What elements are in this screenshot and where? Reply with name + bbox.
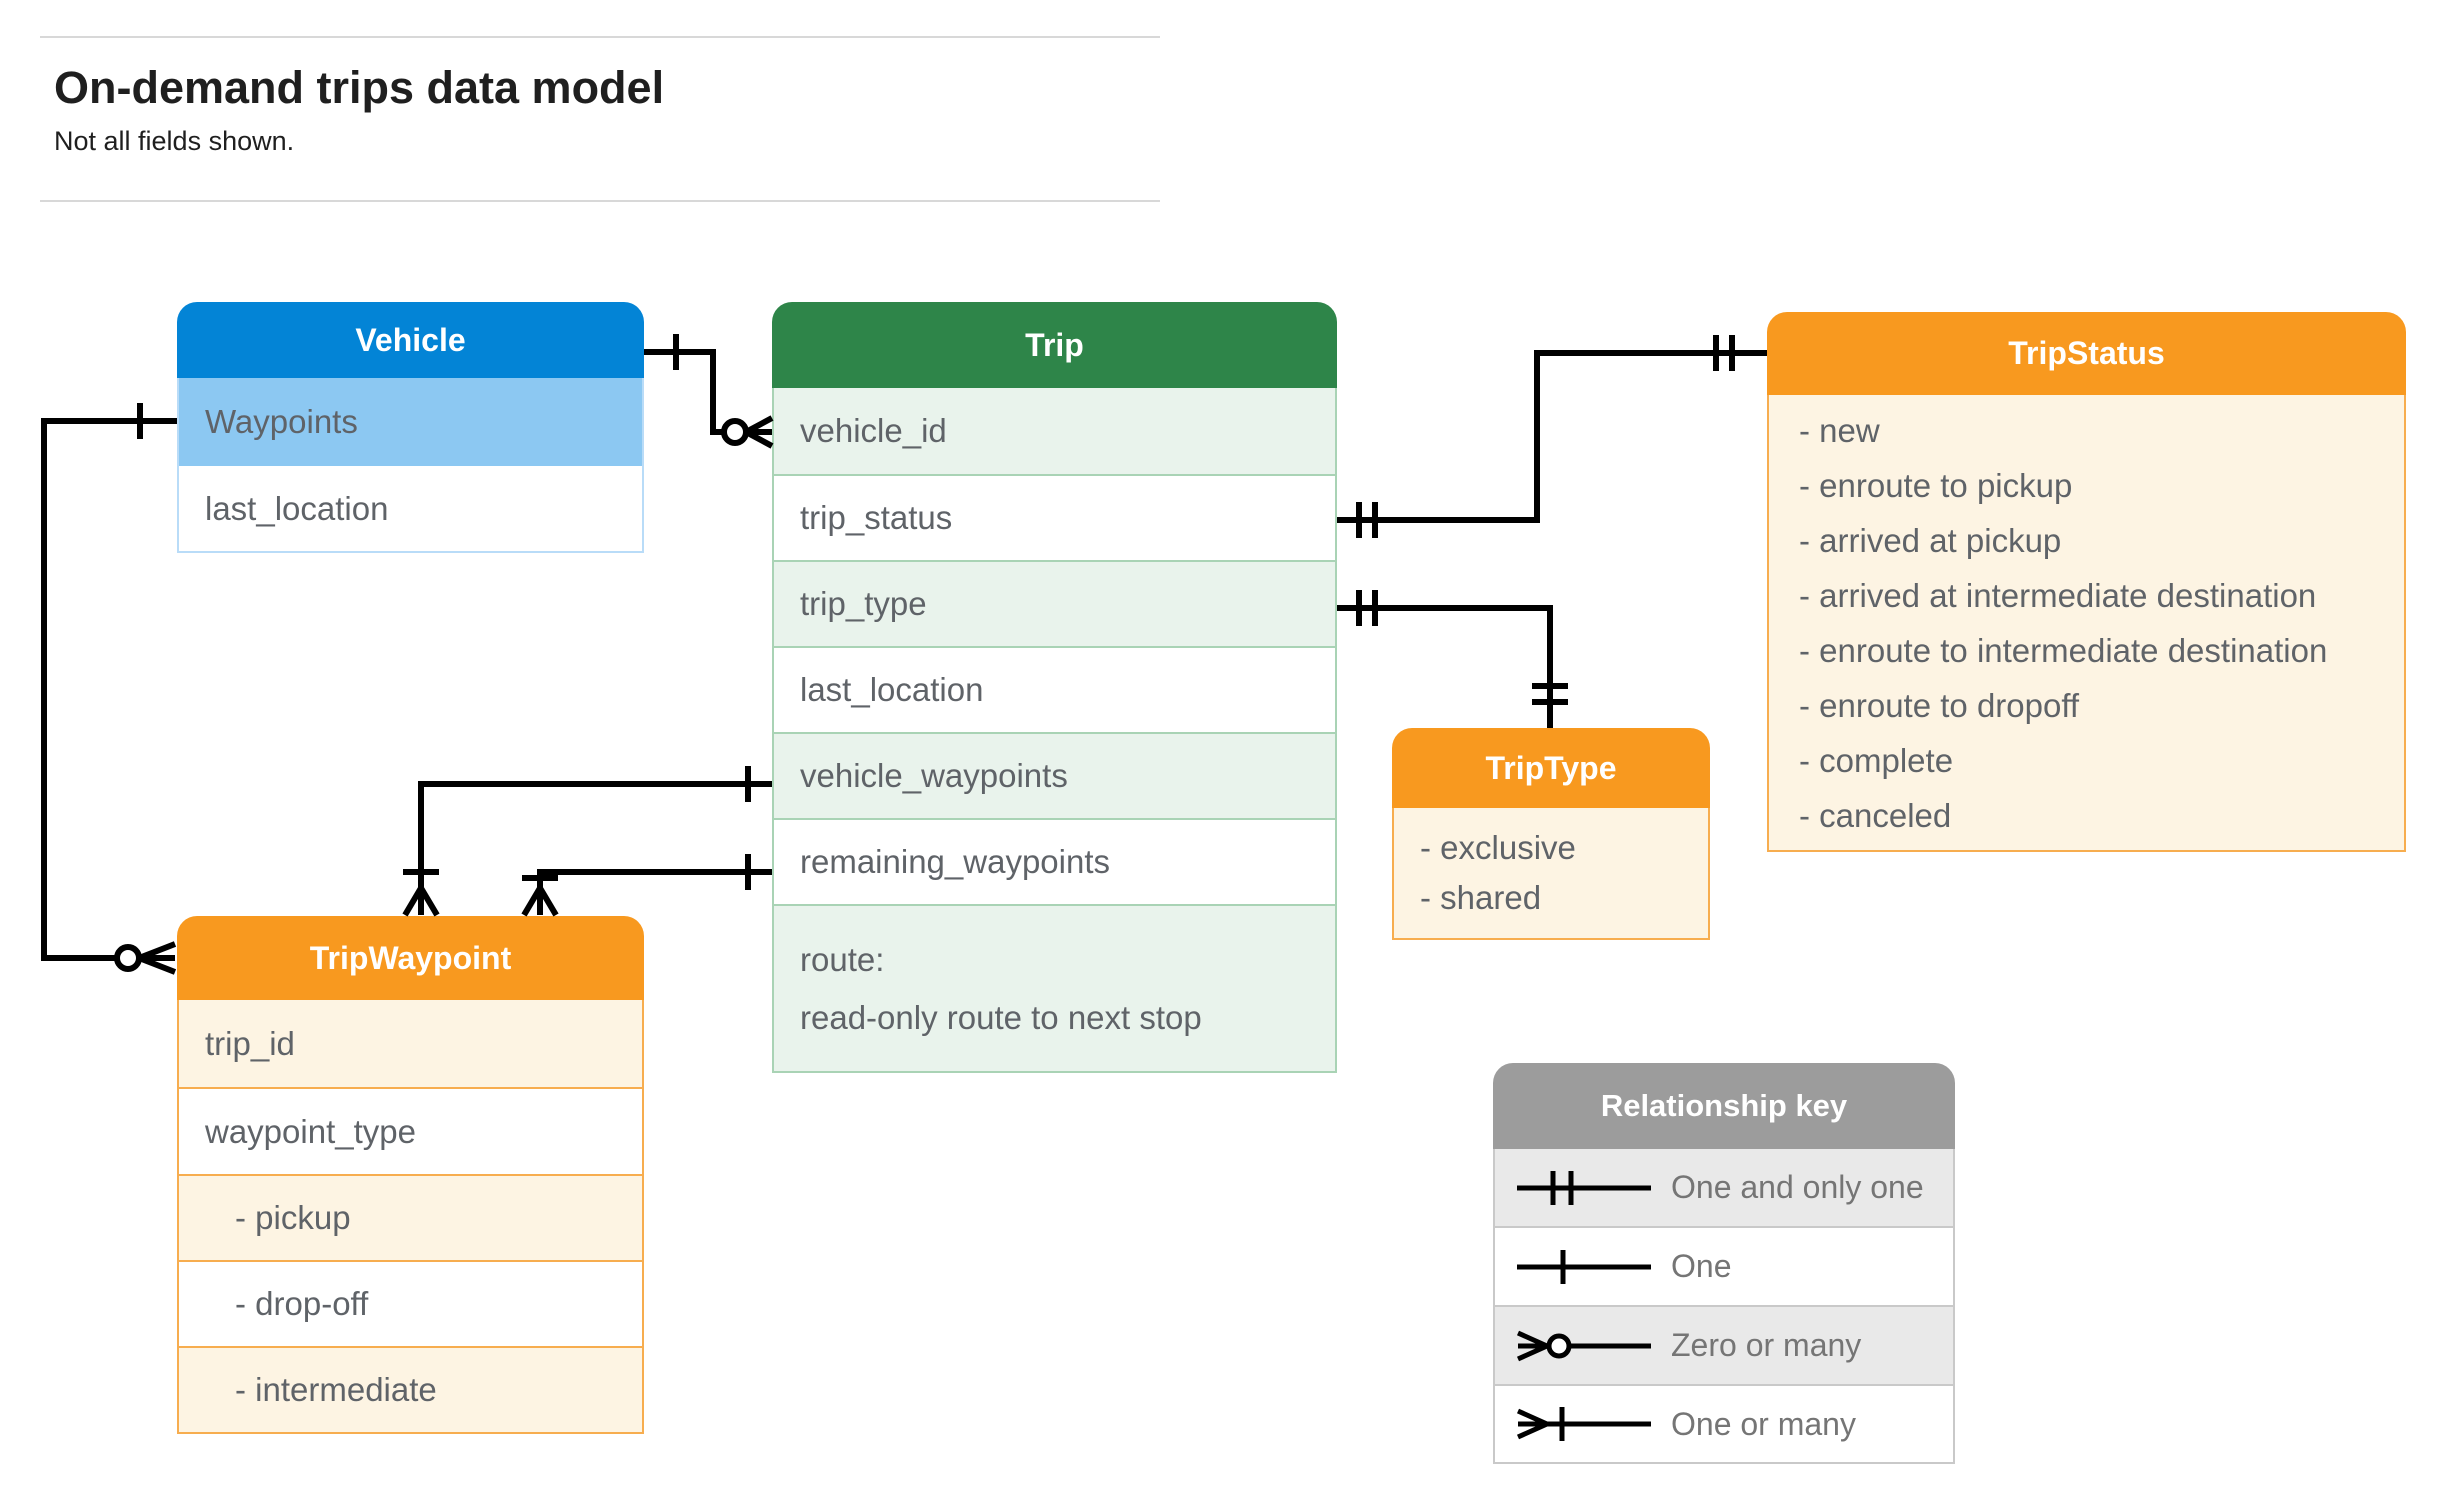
one-symbol [1517, 1249, 1651, 1284]
one-and-only-one-ticks [1356, 590, 1378, 626]
vehicle-waypoints-to-tripwaypoint-connector [41, 403, 177, 975]
page-subtitle: Not all fields shown. [54, 126, 295, 156]
relationship-key-body: One and only one One Zero or many On [1493, 1149, 1955, 1464]
trip-field-vehicle-waypoints: vehicle_waypoints [774, 732, 1335, 818]
trip-field-trip-status: trip_status [774, 474, 1335, 560]
triptype-table-title: TripType [1485, 749, 1617, 786]
trip-field-route: route: read-only route to next stop [774, 904, 1335, 1071]
trip-field-vehicle-id: vehicle_id [774, 388, 1335, 474]
triptype-table: TripType - exclusive - shared [1392, 728, 1710, 940]
tripstatus-table-title: TripStatus [2008, 335, 2165, 371]
zero-circle [721, 418, 749, 446]
trip-table-title: Trip [1025, 326, 1084, 363]
vehicle-table-body: Waypoints last_location [177, 378, 644, 553]
legend-row-one: One [1495, 1226, 1953, 1305]
trip-vehicle-waypoints-to-tripwaypoint-connector [402, 766, 772, 917]
crow-foot [402, 886, 440, 917]
triptype-value: - exclusive [1420, 829, 1576, 866]
top-divider [40, 36, 1160, 38]
tripwaypoint-table: TripWaypoint trip_id waypoint_type - pic… [177, 916, 644, 1434]
trip-table: Trip vehicle_id trip_status trip_type la… [772, 302, 1337, 1073]
one-and-only-one-ticks [1713, 335, 1735, 371]
vehicle-to-trip-connector [644, 334, 774, 449]
trip-field-last-location: last_location [774, 646, 1335, 732]
vehicle-table: Vehicle Waypoints last_location [177, 302, 644, 553]
triptype-table-body: - exclusive - shared [1392, 808, 1710, 940]
vehicle-table-header: Vehicle [177, 302, 644, 378]
tripstatus-values: - new - enroute to pickup - arrived at p… [1769, 403, 2327, 843]
tripwaypoint-table-body: trip_id waypoint_type - pickup - drop-of… [177, 1000, 644, 1434]
legend-row-one-or-many: One or many [1495, 1384, 1953, 1462]
crow-foot [744, 415, 774, 449]
trip-type-to-triptype-connector [1337, 590, 1568, 728]
relationship-key: Relationship key One and only one One [1493, 1063, 1955, 1464]
tripstatus-value: - arrived at pickup [1799, 521, 2062, 559]
zero-circle [114, 944, 142, 972]
vehicle-table-title: Vehicle [355, 321, 466, 358]
tripwaypoint-field-trip-id: trip_id [179, 1000, 642, 1087]
tripstatus-value: - canceled [1799, 796, 1952, 834]
trip-status-to-tripstatus-connector [1337, 335, 1767, 538]
tripstatus-table-body: - new - enroute to pickup - arrived at p… [1767, 395, 2406, 852]
tripwaypoint-field-waypoint-type: waypoint_type [179, 1087, 642, 1174]
tripstatus-value: - new [1799, 411, 1880, 449]
tripstatus-value: - arrived at intermediate destination [1799, 576, 2317, 614]
one-and-only-one-symbol [1517, 1170, 1651, 1205]
relationship-key-title: Relationship key [1600, 1088, 1848, 1123]
zero-or-many-symbol [1516, 1330, 1651, 1361]
tripstatus-value: - enroute to dropoff [1799, 686, 2080, 724]
tripstatus-value: - enroute to intermediate destination [1799, 631, 2328, 669]
page-title: On-demand trips data model [54, 62, 665, 113]
trip-field-trip-type: trip_type [774, 560, 1335, 646]
trip-table-header: Trip [772, 302, 1337, 388]
vehicle-field-last-location: last_location [179, 466, 642, 551]
tripwaypoint-value-intermediate: - intermediate [179, 1346, 642, 1432]
tripstatus-value: - enroute to pickup [1799, 466, 2073, 504]
one-and-only-one-ticks [1532, 683, 1568, 705]
tripwaypoint-value-drop-off: - drop-off [179, 1260, 642, 1346]
crow-foot [521, 886, 559, 917]
trip-remaining-waypoints-to-tripwaypoint-connector [521, 854, 772, 917]
legend-row-zero-or-many: Zero or many [1495, 1305, 1953, 1384]
legend-row-one-and-only-one: One and only one [1495, 1149, 1953, 1226]
triptype-value: - shared [1420, 879, 1542, 916]
tripstatus-table-header: TripStatus [1767, 312, 2406, 395]
tripstatus-table: TripStatus - new - enroute to pickup - a… [1767, 312, 2406, 852]
trip-field-remaining-waypoints: remaining_waypoints [774, 818, 1335, 904]
tripwaypoint-table-title: TripWaypoint [309, 939, 512, 976]
one-or-many-symbol [1516, 1407, 1651, 1441]
title-bottom-divider [40, 200, 1160, 202]
one-and-only-one-ticks [1356, 502, 1378, 538]
tripwaypoint-table-header: TripWaypoint [177, 916, 644, 1000]
tripstatus-value: - complete [1799, 741, 1954, 779]
trip-table-body: vehicle_id trip_status trip_type last_lo… [772, 388, 1337, 1073]
triptype-table-header: TripType [1392, 728, 1710, 808]
vehicle-field-waypoints: Waypoints [179, 378, 642, 466]
triptype-values: - exclusive - shared [1394, 823, 1576, 923]
tripwaypoint-value-pickup: - pickup [179, 1174, 642, 1260]
crow-foot [137, 941, 177, 975]
relationship-key-header: Relationship key [1493, 1063, 1955, 1149]
